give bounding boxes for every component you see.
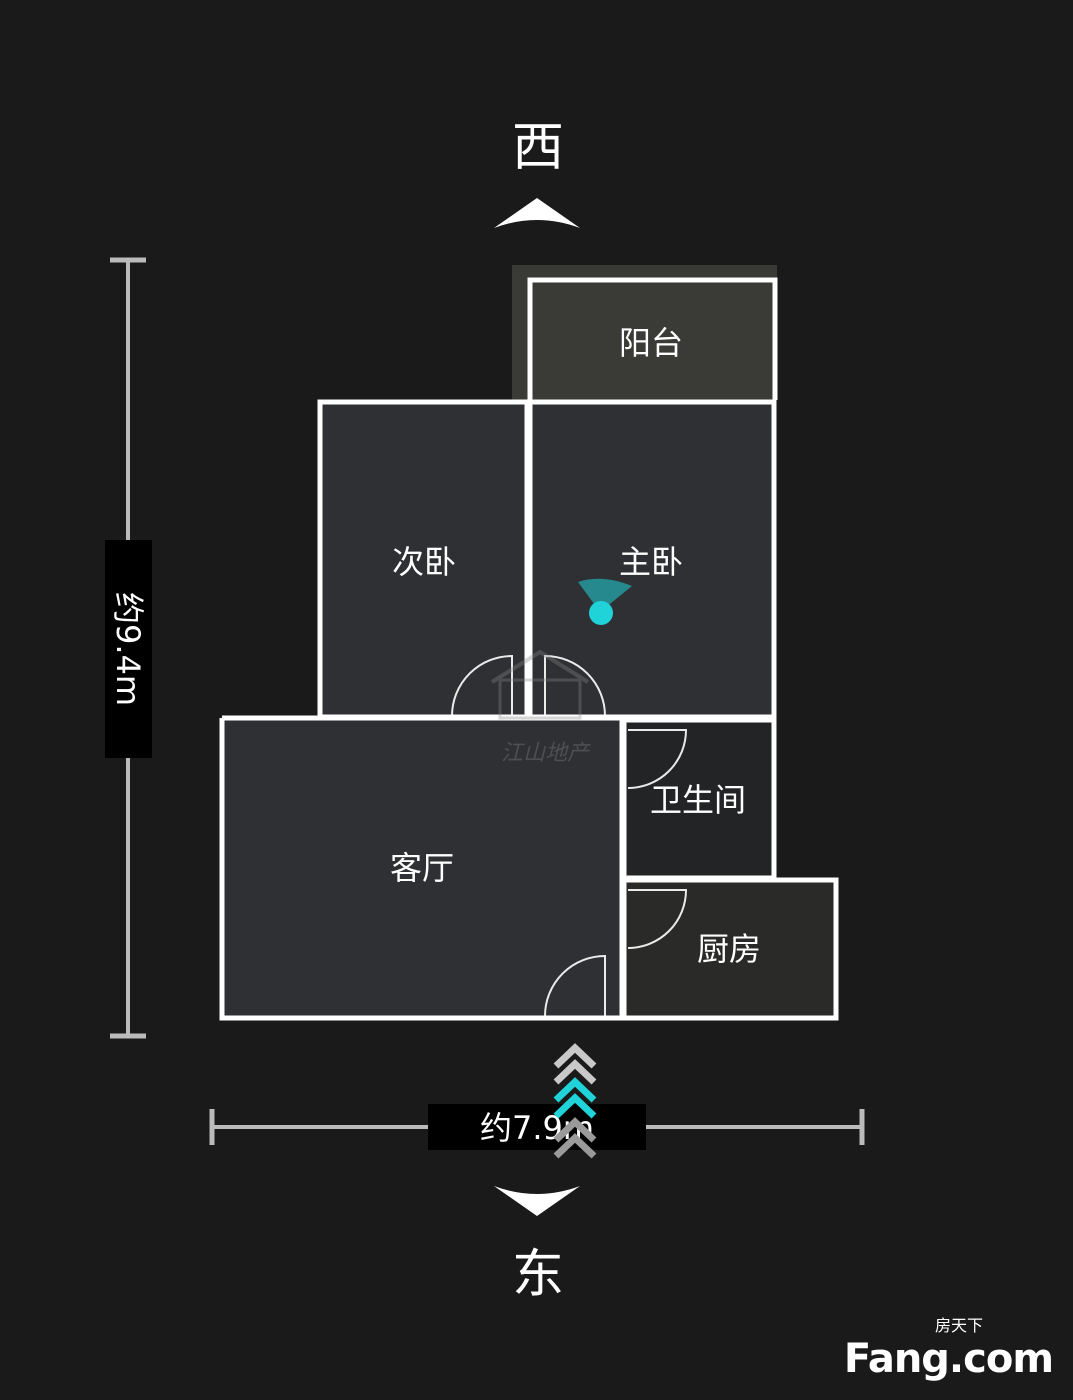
balcony-walls (527, 277, 778, 400)
watermark-roof-icon (490, 649, 590, 684)
brand-cn: 房天下 (934, 1316, 983, 1335)
brand-logo: 房天下 Fang.com (843, 1312, 1054, 1382)
room-label-living-room: 客厅 (390, 849, 454, 887)
room-label-master-bedroom: 主卧 (619, 543, 683, 581)
kitchen-floor (624, 880, 836, 1018)
chevron-up-icon[interactable] (553, 1117, 597, 1143)
chevron-up-icon[interactable] (553, 1059, 597, 1085)
entrance-door (544, 954, 606, 1017)
arrow-down-icon (494, 1186, 580, 1216)
second-bedroom-floor (320, 402, 527, 717)
chevron-up-icon-active[interactable] (553, 1077, 597, 1103)
room-label-bathroom: 卫生间 (650, 781, 746, 819)
width-dimension: 约7.9m (209, 1104, 865, 1150)
room-label-second-bedroom: 次卧 (392, 543, 456, 581)
chevron-up-icon[interactable] (553, 1133, 597, 1159)
north-arrow-up-icon (494, 198, 580, 228)
direction-label-top: 西 (512, 118, 564, 178)
bedroom-door-right (544, 654, 606, 717)
bathroom-floor (624, 720, 774, 878)
balcony-floor (512, 265, 777, 400)
doors (451, 654, 688, 1017)
kitchen-door (627, 889, 688, 949)
room-label-balcony: 阳台 (619, 324, 683, 362)
width-label-box (428, 1104, 646, 1150)
height-label: 约9.4m (109, 592, 147, 706)
walls (219, 277, 839, 1021)
watermark-house-icon (498, 678, 582, 720)
view-cone (578, 578, 632, 612)
chevron-up-icon-active[interactable] (553, 1093, 597, 1119)
watermark: 江山地产 (490, 649, 591, 766)
room-label-kitchen: 厨房 (697, 930, 761, 968)
bedroom-door-left (451, 654, 513, 717)
master-bedroom-walls (527, 399, 777, 720)
room-fills (222, 265, 836, 1018)
walk-chevrons[interactable] (553, 1043, 597, 1159)
chevron-up-icon[interactable] (553, 1043, 597, 1069)
height-dimension: 约9.4m (105, 257, 152, 1039)
watermark-text: 江山地产 (501, 741, 591, 766)
direction-label-bottom: 东 (512, 1245, 564, 1305)
bathroom-door (627, 729, 688, 789)
brand-en: Fang.com (843, 1336, 1054, 1382)
location-marker (578, 578, 632, 625)
living-room-floor (222, 718, 620, 1018)
kitchen-walls (621, 877, 839, 1021)
master-bedroom-floor (530, 402, 774, 717)
height-label-box (105, 540, 152, 758)
position-dot (589, 601, 613, 625)
